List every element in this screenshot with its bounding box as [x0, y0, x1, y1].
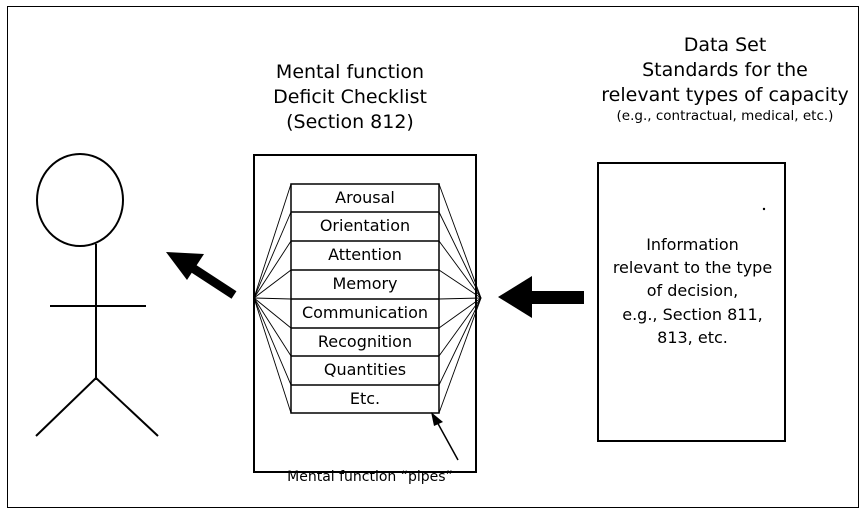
- function-cell-etc: Etc.: [349, 389, 381, 408]
- info-line-1: Information: [646, 235, 739, 254]
- info-line-5: 813, etc.: [657, 327, 728, 347]
- dataset-title-line-3: relevant types of capacity: [601, 84, 849, 107]
- pipe-lines-left: [253, 183, 292, 414]
- figure-right-leg: [95, 377, 159, 437]
- checklist-title-line-3: (Section 812): [286, 111, 414, 134]
- function-dividers: [291, 211, 439, 386]
- dataset-title-line-1: Data Set: [683, 34, 767, 56]
- function-cell-memory: Memory: [332, 274, 398, 293]
- stray-mark: [762, 207, 766, 211]
- checklist-title-line-1: Mental function: [275, 61, 425, 83]
- arrow-to-person: [166, 252, 237, 299]
- figure-head: [36, 153, 124, 247]
- pipes-pointer: [431, 412, 459, 461]
- function-cell-quantities: Quantities: [323, 360, 407, 379]
- function-cell-arousal: Arousal: [335, 188, 395, 207]
- info-line-4: e.g., Section 811,: [622, 304, 763, 324]
- dataset-title-line-4: (e.g., contractual, medical, etc.): [616, 108, 834, 125]
- dataset-title-line-2: Standards for the: [642, 59, 808, 82]
- pipes-label: Mental function “pipes”: [287, 469, 453, 485]
- info-line-3: of decision,: [646, 281, 739, 301]
- checklist-box: [253, 154, 477, 473]
- figure-left-leg: [35, 377, 97, 437]
- pipe-lines-right: [438, 183, 482, 414]
- function-cell-orientation: Orientation: [319, 216, 411, 235]
- dataset-info-text: Information relevant to the type of deci…: [600, 233, 785, 349]
- function-cell-communication: Communication: [301, 303, 429, 322]
- checklist-title: Mental function Deficit Checklist (Secti…: [230, 60, 470, 135]
- dataset-title: Data Set Standards for the relevant type…: [590, 33, 860, 126]
- checklist-title-line-2: Deficit Checklist: [273, 86, 427, 109]
- function-cell-recognition: Recognition: [317, 332, 413, 351]
- stick-figure: [35, 153, 159, 437]
- dataset-box: [597, 162, 786, 442]
- info-line-2: relevant to the type: [612, 258, 773, 278]
- outer-frame: [7, 6, 859, 508]
- function-cell-attention: Attention: [328, 245, 402, 264]
- arrow-from-dataset: [498, 276, 584, 318]
